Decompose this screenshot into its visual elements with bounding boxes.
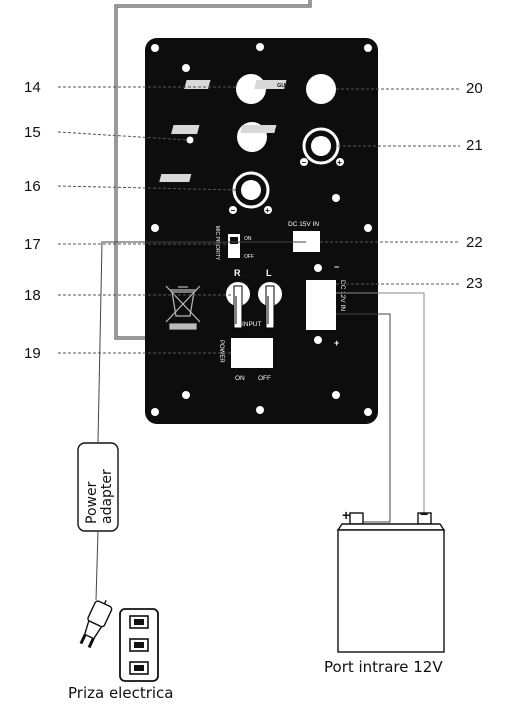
- mic-echo-label: MIC ECHO: [208, 176, 232, 182]
- dc12v-label: DC 12V IN: [339, 280, 346, 311]
- dc12v-plus: +: [334, 338, 339, 348]
- mic-priority-label: MIC PRIORITY: [214, 226, 220, 261]
- input-l-plug: [265, 285, 275, 329]
- mic-priority-off-label: OFF: [244, 254, 254, 260]
- guitar-vol-min-sign: −: [302, 158, 307, 167]
- guitar-vol-max-sign: +: [337, 158, 342, 167]
- mic-echo-knob[interactable]: [241, 180, 261, 200]
- callout-16: 16: [24, 178, 41, 195]
- power-adapter-line1: Power: [84, 481, 100, 524]
- mic-echo-max-icon: [264, 206, 272, 214]
- callout-22: 22: [466, 234, 483, 251]
- callout-21: 21: [466, 137, 483, 154]
- dc12v-hole-top: [314, 264, 322, 272]
- callout-14: 14: [24, 79, 41, 96]
- mic-echo-min-icon: [229, 206, 237, 214]
- plug-cable: [95, 530, 99, 601]
- guitar-vol-label: GUITAR VOL: [275, 127, 304, 133]
- guitar-label: GUITAR: [277, 83, 298, 89]
- callout-19: 19: [24, 345, 41, 362]
- dc12v-minus: −: [334, 262, 339, 272]
- power-off-label: OFF: [258, 375, 271, 382]
- power-switch[interactable]: [231, 338, 273, 368]
- power-adapter-line2: adapter: [99, 469, 115, 524]
- input-r-label: R: [234, 268, 241, 278]
- power-on-label: ON: [235, 375, 245, 382]
- socket-caption: Priza electrica: [68, 684, 173, 702]
- guitar-label-chip: [254, 80, 287, 89]
- guitar-vol-min-icon: [300, 158, 308, 166]
- mic-priority-on-label: ON: [244, 236, 252, 242]
- input-label: INPUT: [242, 321, 262, 328]
- guitar-vol-max-icon: [336, 158, 344, 166]
- power-label: POWER: [218, 340, 224, 363]
- mic-echo-min-sign: −: [231, 206, 236, 215]
- input-r-plug: [233, 285, 243, 329]
- guitar-jack[interactable]: [306, 74, 336, 104]
- callout-23: 23: [466, 275, 483, 292]
- battery-minus: −: [420, 506, 428, 522]
- mic2-label: MIC2: [209, 128, 224, 134]
- battery-cable-minus: [336, 292, 425, 513]
- dc15v-label: DC 15V IN: [288, 221, 319, 228]
- mic-echo-max-sign: +: [265, 206, 270, 215]
- mic-echo-label-chip: [159, 174, 192, 182]
- mic-label-chip: [184, 80, 211, 89]
- callout-18: 18: [24, 287, 41, 304]
- guitar-vol-knob[interactable]: [311, 136, 331, 156]
- dc12v-terminal[interactable]: [306, 280, 336, 330]
- callout-20: 20: [466, 80, 483, 97]
- leader-lines: [57, 86, 460, 354]
- mic-priority-switch-lever: [230, 237, 238, 244]
- callout-15: 15: [24, 124, 41, 141]
- mic2-label-chip: [171, 125, 200, 134]
- wall-socket-icon: [119, 608, 159, 682]
- battery-cable-plus: [336, 313, 391, 523]
- weee-bin-icon: [165, 285, 201, 330]
- dc15v-socket[interactable]: [293, 231, 320, 252]
- input-l-label: L: [266, 268, 272, 278]
- adapter-cable: [97, 241, 306, 443]
- power-plug-icon: [79, 599, 113, 649]
- battery-icon: [336, 512, 446, 653]
- dc12v-hole-bottom: [314, 336, 322, 344]
- battery-caption: Port intrare 12V: [324, 658, 443, 676]
- battery-plus: +: [342, 507, 350, 523]
- mounting-holes: [151, 43, 372, 416]
- callout-17: 17: [24, 236, 41, 253]
- mic-label: MIC: [209, 83, 221, 89]
- guitar-vol-label-chip: [240, 125, 277, 133]
